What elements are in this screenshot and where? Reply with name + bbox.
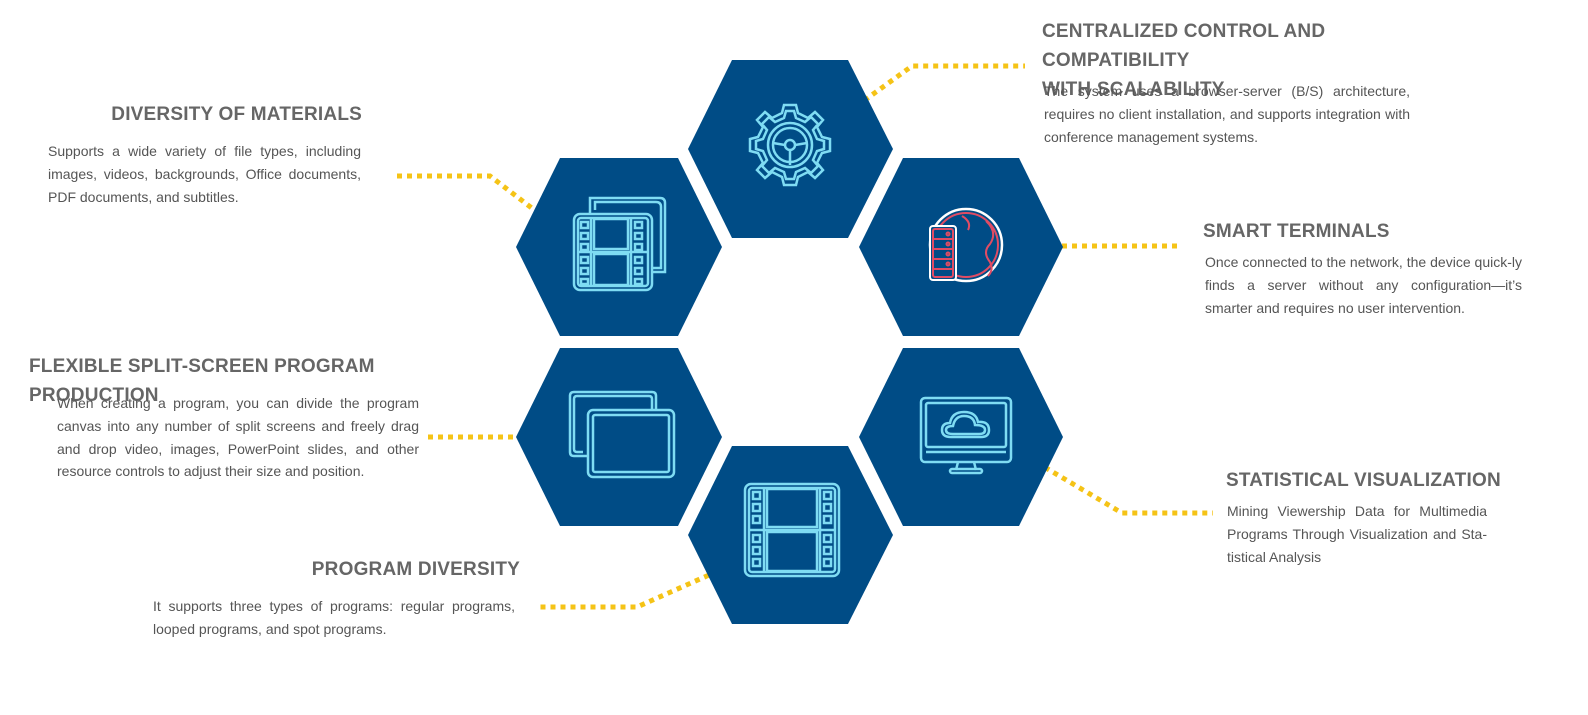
connector-program: [540, 564, 729, 610]
feature-title-statistics: STATISTICAL VISUALIZATION: [1226, 470, 1501, 491]
feature-title-split-screen: FLEXIBLE SPLIT-SCREEN PROGRAM PRODUCTION: [29, 356, 375, 406]
split-screen-icon: [568, 390, 676, 479]
hexagon-program: [688, 446, 893, 624]
hexagons: [516, 60, 1063, 624]
feature-title-centralized: CENTRALIZED CONTROL AND COMPATIBILITY WI…: [1042, 17, 1442, 104]
feature-title-materials: DIVERSITY OF MATERIALS: [111, 104, 362, 125]
gear-steering-icon: [748, 103, 832, 187]
feature-title-centralized-line2: WITH SCALABILITY: [1042, 79, 1225, 100]
feature-title-terminals: SMART TERMINALS: [1203, 221, 1390, 242]
hexagon-split-screen: [516, 348, 722, 526]
feature-description-statistics: Mining Viewership Data for Multimedia Pr…: [1227, 503, 1487, 565]
cloud-monitor-icon: [919, 396, 1013, 475]
hexagon-materials: [516, 158, 722, 336]
hexagon-terminals: [859, 158, 1063, 336]
connector-statistics: [1017, 449, 1213, 516]
connector-centralized: [838, 63, 1025, 121]
feature-title-centralized-line1: CENTRALIZED CONTROL AND COMPATIBILITY: [1042, 21, 1326, 71]
feature-description-materials: Supports a wide variety of file types, i…: [48, 143, 361, 205]
globe-server-icon: [928, 207, 1004, 283]
feature-description-program: It supports three types of programs: reg…: [153, 598, 515, 637]
film-strip-icon: [743, 482, 841, 578]
feature-title-program: PROGRAM DIVERSITY: [311, 559, 520, 580]
film-stack-icon: [572, 196, 667, 292]
feature-description-terminals: Once connected to the network, the devic…: [1205, 254, 1522, 316]
feature-description-split-screen: When creating a program, you can divide …: [57, 395, 419, 480]
feature-description-centralized: The system uses a browser-server (B/S) a…: [1044, 83, 1410, 145]
